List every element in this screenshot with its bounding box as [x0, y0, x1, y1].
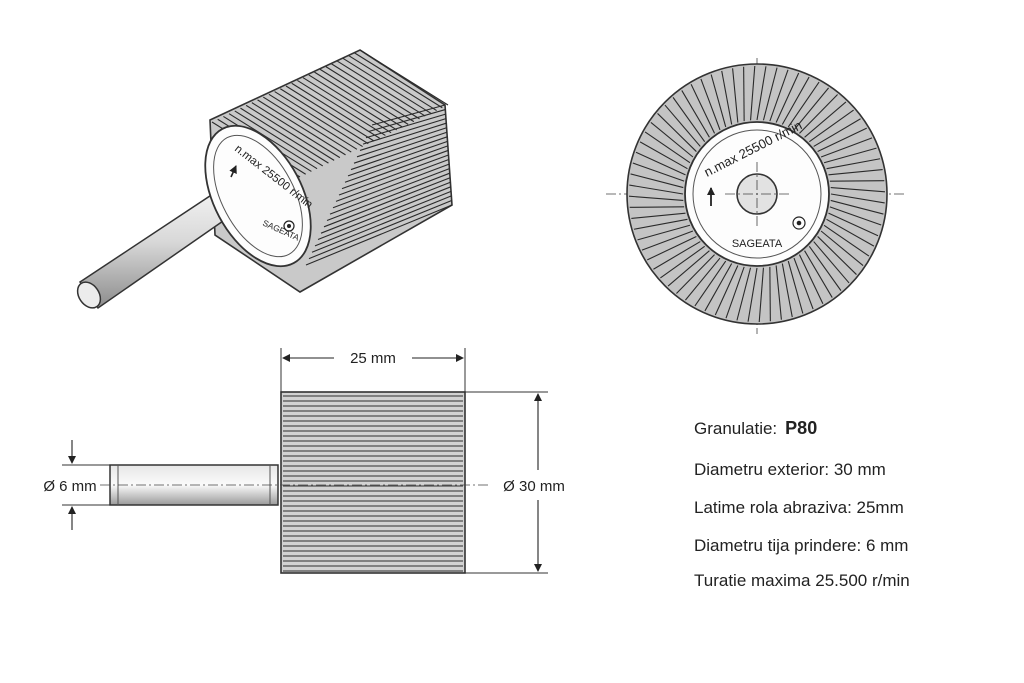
outer-diameter-dimension-label: Ø 30 mm — [503, 478, 565, 495]
iso-mark-symbol-icon — [283, 220, 295, 232]
width-dimension: 25 mm — [280, 348, 466, 392]
shank-dimension: Ø 6 mm — [43, 440, 110, 530]
front-view: n.max 25500 r/min SAGEATA — [606, 58, 906, 334]
iso-rotation-arrow-icon — [229, 165, 237, 178]
side-view: 25 mm Ø 6 mm Ø 30 mm — [43, 348, 565, 574]
isometric-view: n.max 25500 r/min SAGEATA — [76, 49, 453, 310]
spec-shank: Diametru tija prindere: 6 mm — [694, 536, 909, 555]
spec-grit-label: Granulatie: — [694, 419, 778, 438]
side-flap-lines — [283, 395, 463, 572]
front-centerlines-inner — [725, 162, 789, 226]
front-flap-lines — [628, 65, 886, 323]
side-flap-drum — [280, 391, 466, 574]
spec-width: Latime rola abraziva: 25mm — [694, 498, 904, 517]
spec-outer-diameter: Diametru exterior: 30 mm — [694, 460, 886, 479]
width-dimension-label: 25 mm — [350, 350, 396, 367]
front-mark-symbol-icon — [792, 216, 806, 230]
spec-grit: Granulatie: P80 — [694, 418, 817, 439]
spec-max-speed: Turatie maxima 25.500 r/min — [694, 571, 910, 590]
iso-shaft — [76, 186, 237, 310]
outer-diameter-dimension: Ø 30 mm — [465, 391, 565, 574]
spec-grit-value: P80 — [785, 418, 818, 438]
shank-dimension-label: Ø 6 mm — [43, 478, 96, 495]
front-brand-marking: SAGEATA — [732, 238, 783, 250]
